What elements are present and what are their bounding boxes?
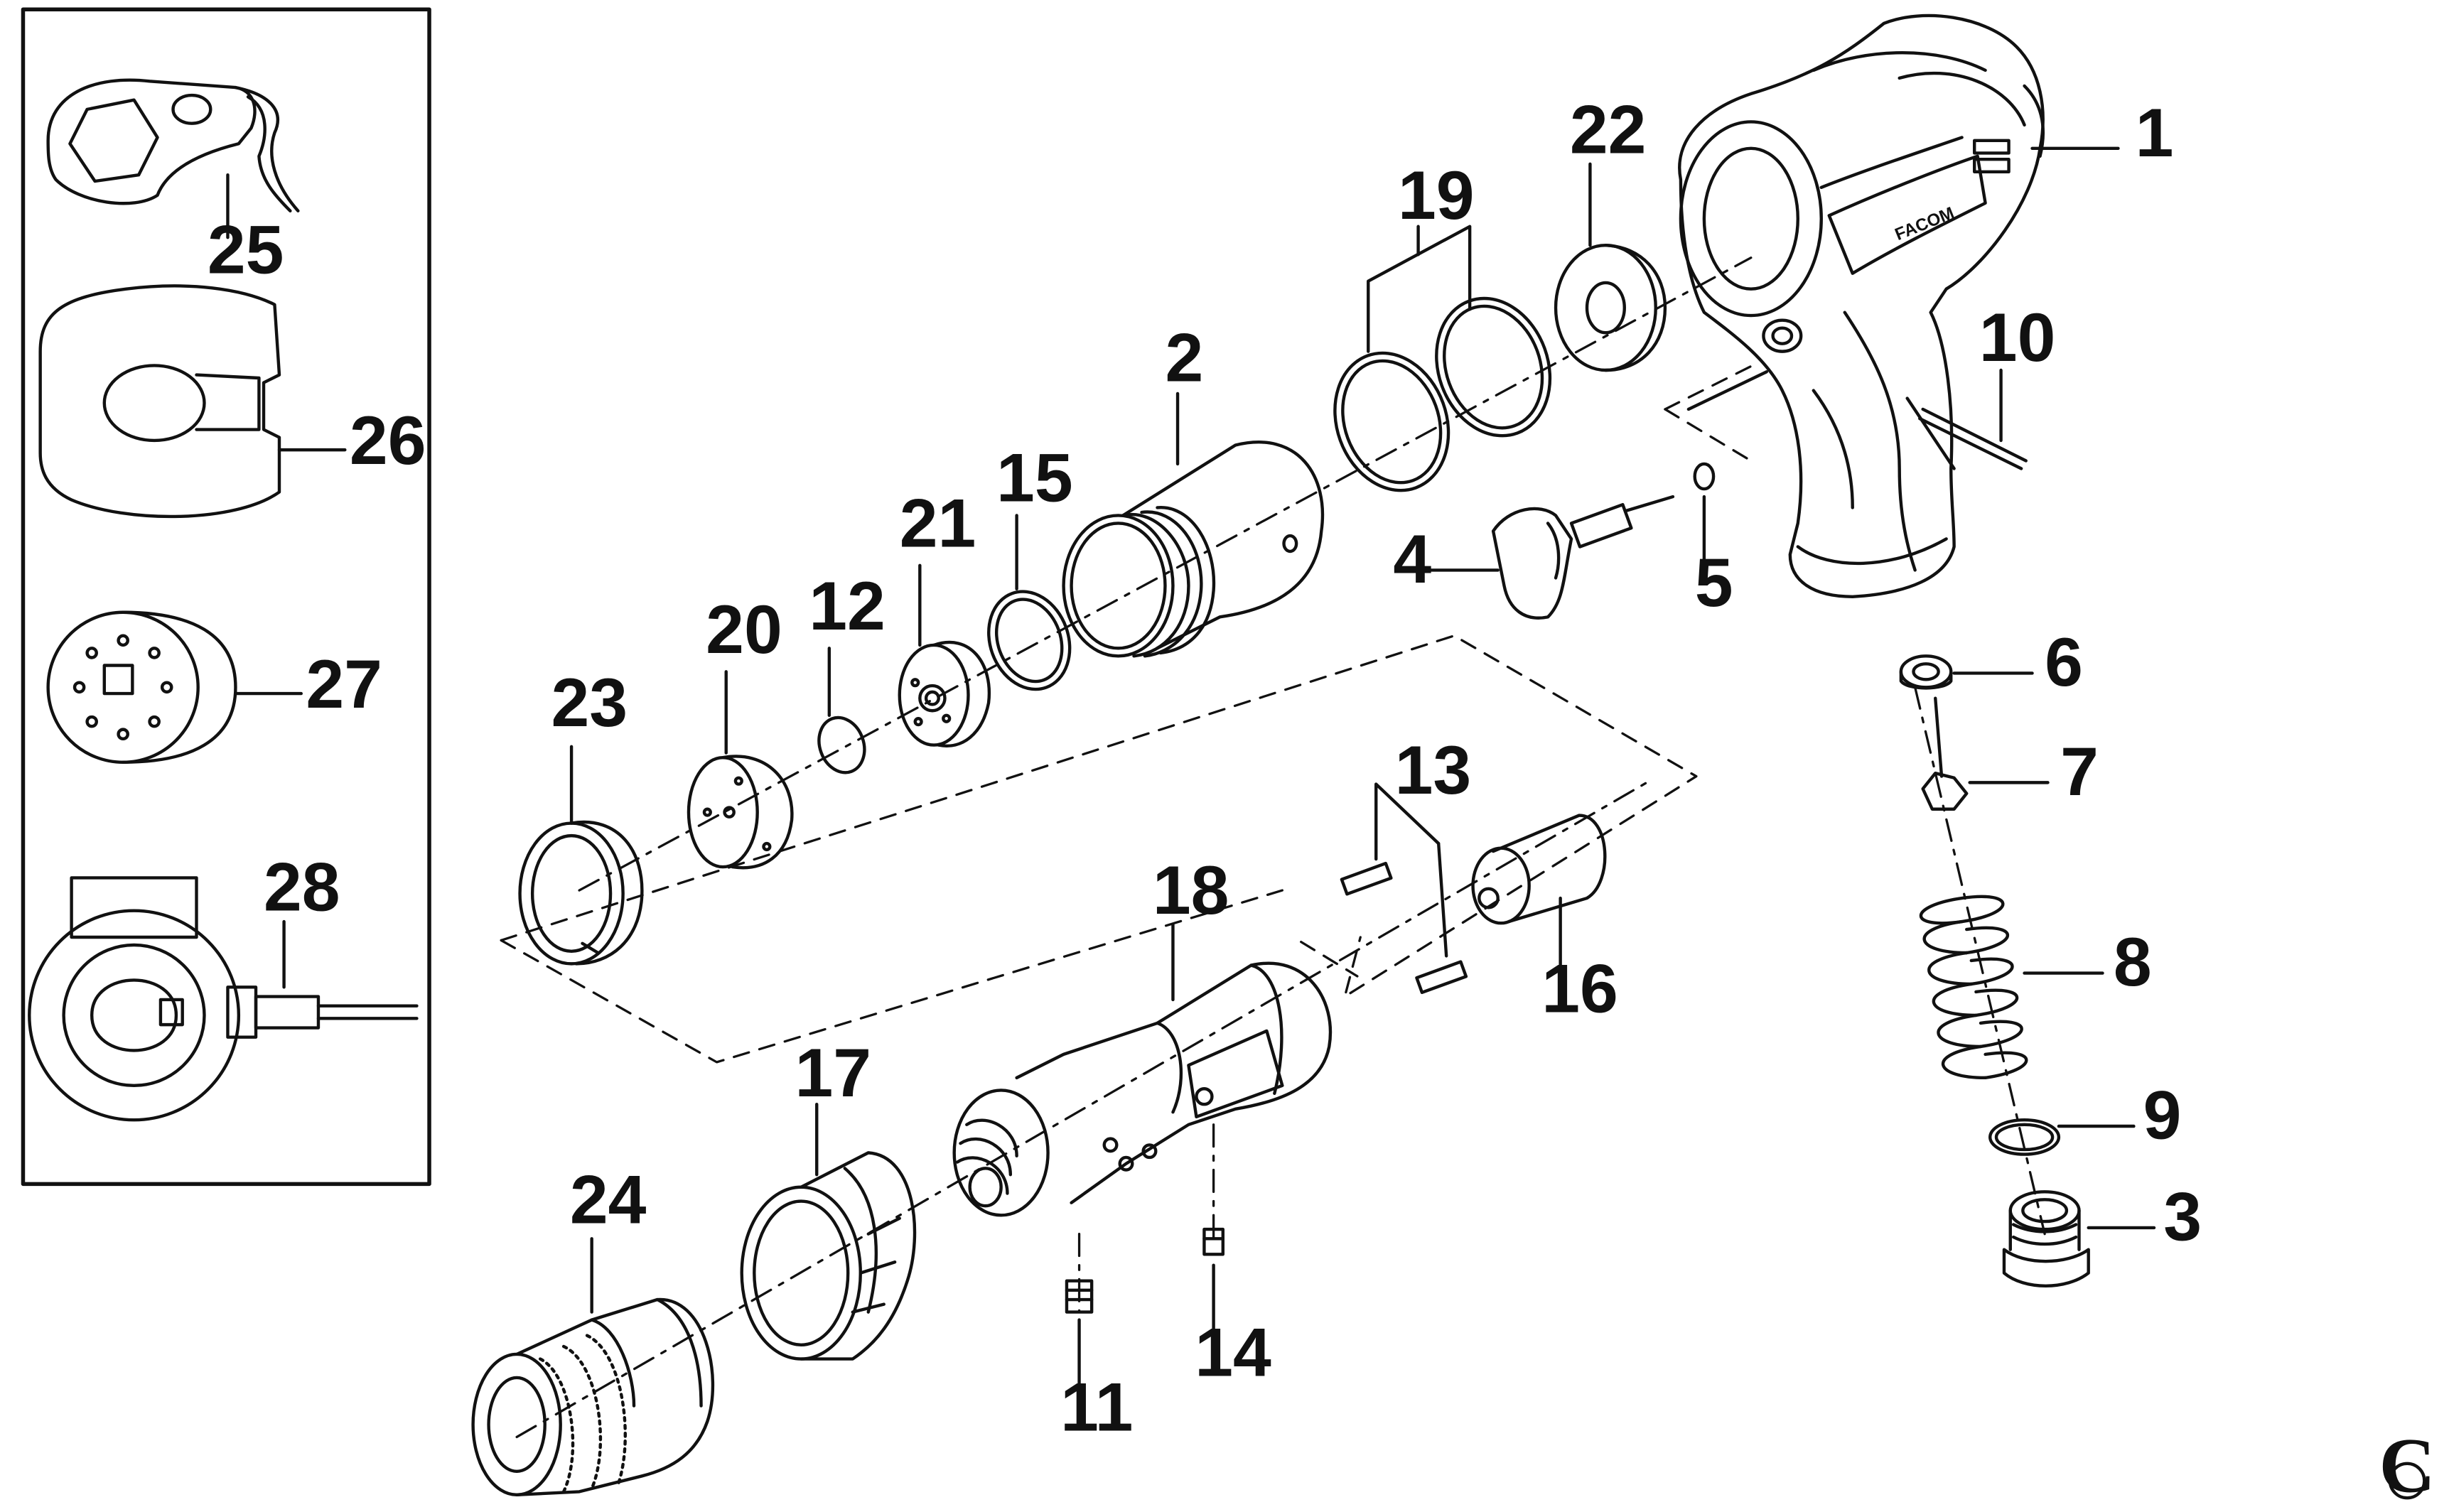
part-25-hex-wrench [46, 78, 300, 239]
label-5: 5 [1695, 544, 1733, 621]
part-6-seal [1899, 654, 2034, 690]
part-28-collet [28, 876, 419, 1122]
part-12-washer [817, 647, 866, 774]
inset-labels: 25 26 27 28 [208, 212, 426, 926]
label-3: 3 [2163, 1178, 2202, 1255]
part-13-pins [1340, 782, 1468, 995]
part-2-cylinder [1062, 392, 1325, 658]
part-10-pin [1918, 368, 2028, 470]
label-20: 20 [706, 591, 782, 668]
part-7-valve [1921, 696, 2050, 811]
assembly-boundaries [500, 361, 1760, 1064]
part-14-set-screw [1202, 1227, 1224, 1339]
part-17-nut [740, 1103, 917, 1361]
part-20-rotor [687, 670, 794, 870]
accessory-inset-frame [21, 7, 431, 1187]
label-17: 17 [795, 1035, 871, 1111]
part-16-piston [1471, 814, 1607, 978]
part-23-ring [518, 745, 644, 966]
label-23: 23 [551, 664, 628, 741]
part-21-end-plate [898, 563, 991, 747]
leader-lines [1686, 370, 1769, 411]
part-27-disc [46, 610, 303, 764]
label-6: 6 [2045, 624, 2083, 701]
part-labels: 1 2 3 4 5 6 7 8 9 10 11 12 13 14 15 16 1… [551, 91, 2202, 1445]
label-16: 16 [1541, 951, 1618, 1027]
brand-logo-text: FACOM [1893, 203, 1957, 244]
label-13: 13 [1395, 732, 1472, 809]
label-8: 8 [2114, 924, 2152, 1000]
copyright-mark: C [2379, 1422, 2435, 1508]
label-24: 24 [570, 1161, 647, 1238]
label-9: 9 [2143, 1077, 2182, 1154]
part-1-housing [1678, 14, 2120, 598]
label-10: 10 [1979, 299, 2056, 376]
part-19-o-rings [1333, 225, 1552, 492]
part-24-quick-coupler [471, 1237, 715, 1497]
label-2: 2 [1165, 319, 1203, 396]
part-11-set-screw [1065, 1279, 1094, 1395]
part-5-small-o-ring [1693, 462, 1716, 567]
label-15: 15 [996, 440, 1073, 517]
label-22: 22 [1570, 91, 1647, 168]
label-12: 12 [809, 568, 886, 644]
copyright-symbol: C [2379, 1422, 2435, 1508]
label-28: 28 [264, 849, 340, 926]
part-15-o-ring [987, 514, 1072, 691]
part-9-o-ring [1988, 1118, 2136, 1156]
label-21: 21 [900, 485, 976, 561]
part-26-pad [38, 284, 347, 519]
assembly-axis-lines [515, 256, 2046, 1439]
part-8-spring [1919, 895, 2104, 1080]
label-19: 19 [1398, 157, 1475, 234]
label-26: 26 [350, 402, 426, 479]
label-11: 11 [1060, 1369, 1133, 1446]
label-14: 14 [1195, 1314, 1271, 1391]
part-3-inlet-fitting [2002, 1190, 2156, 1287]
label-27: 27 [306, 646, 382, 723]
label-7: 7 [2060, 733, 2099, 810]
label-4: 4 [1393, 521, 1431, 598]
label-1: 1 [2136, 94, 2174, 171]
part-22-bushing [1554, 162, 1667, 372]
part-4-trigger [1418, 495, 1675, 620]
part-18-body [952, 923, 1333, 1217]
label-25: 25 [208, 212, 284, 288]
label-18: 18 [1153, 852, 1229, 929]
